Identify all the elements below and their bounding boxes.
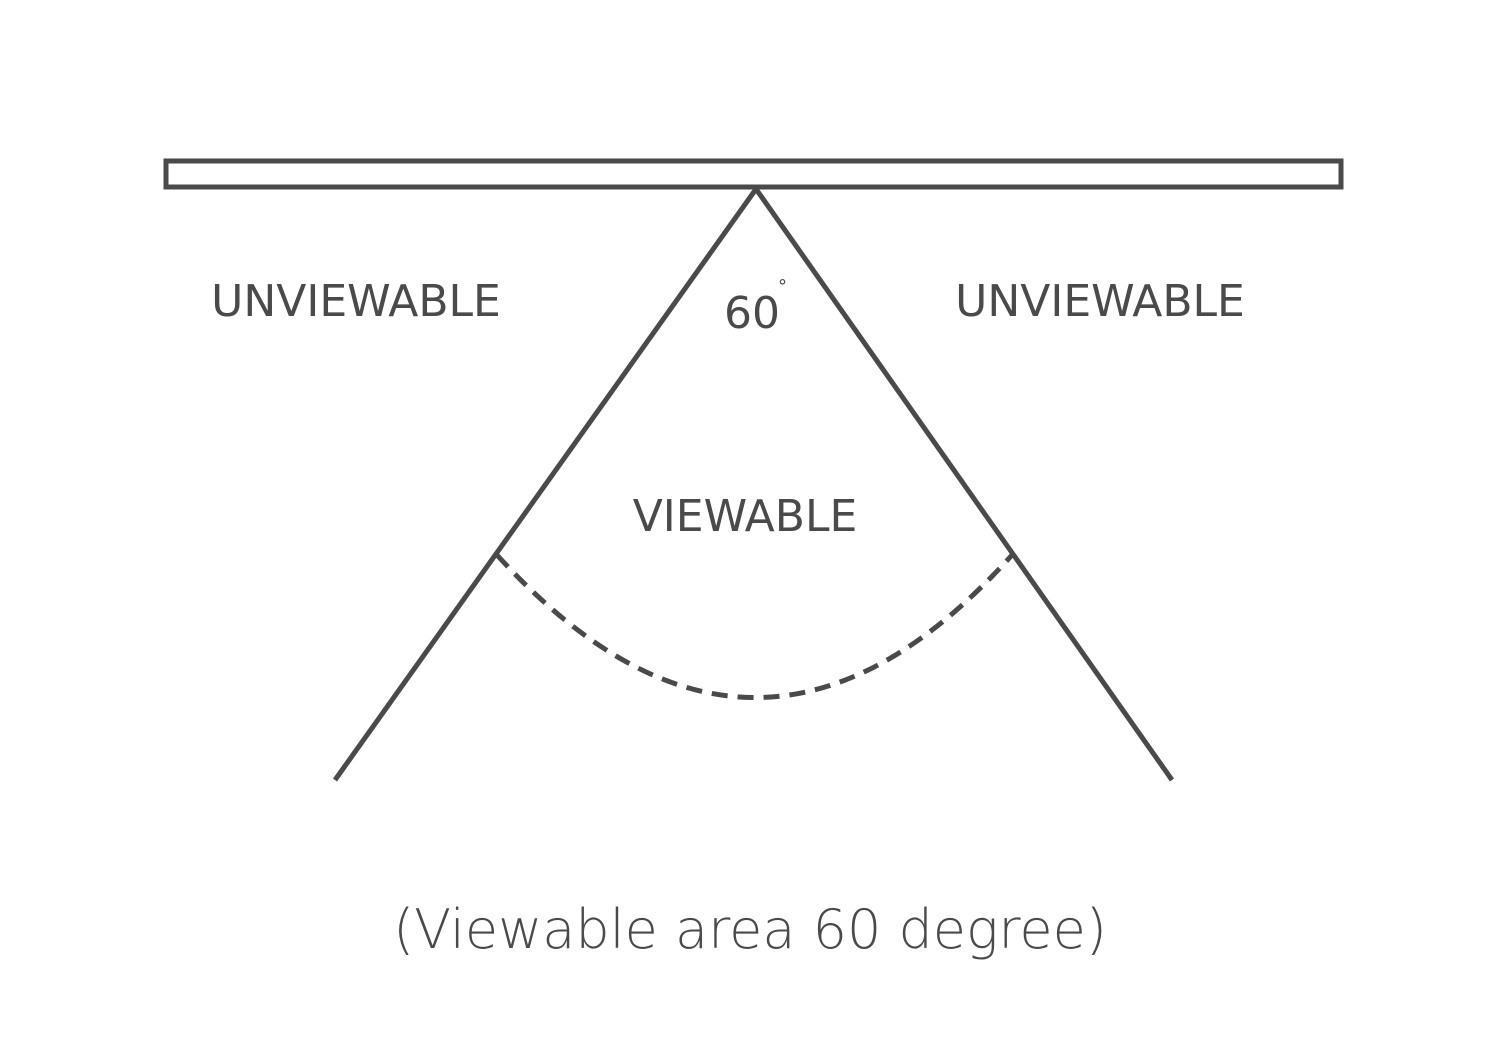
- screen-bar: [163, 158, 1344, 190]
- cone-left-edge: [332, 187, 759, 782]
- right-zone-label: UNVIEWABLE: [955, 276, 1245, 327]
- cone-right-edge: [753, 187, 1175, 782]
- angle-value: 60: [724, 288, 780, 339]
- center-zone-label: VIEWABLE: [633, 491, 858, 542]
- diagram-caption: (Viewable area 60 degree): [393, 898, 1107, 961]
- left-zone-label: UNVIEWABLE: [211, 276, 501, 327]
- angle-arc: [495, 553, 1014, 700]
- degree-symbol: °: [778, 276, 787, 297]
